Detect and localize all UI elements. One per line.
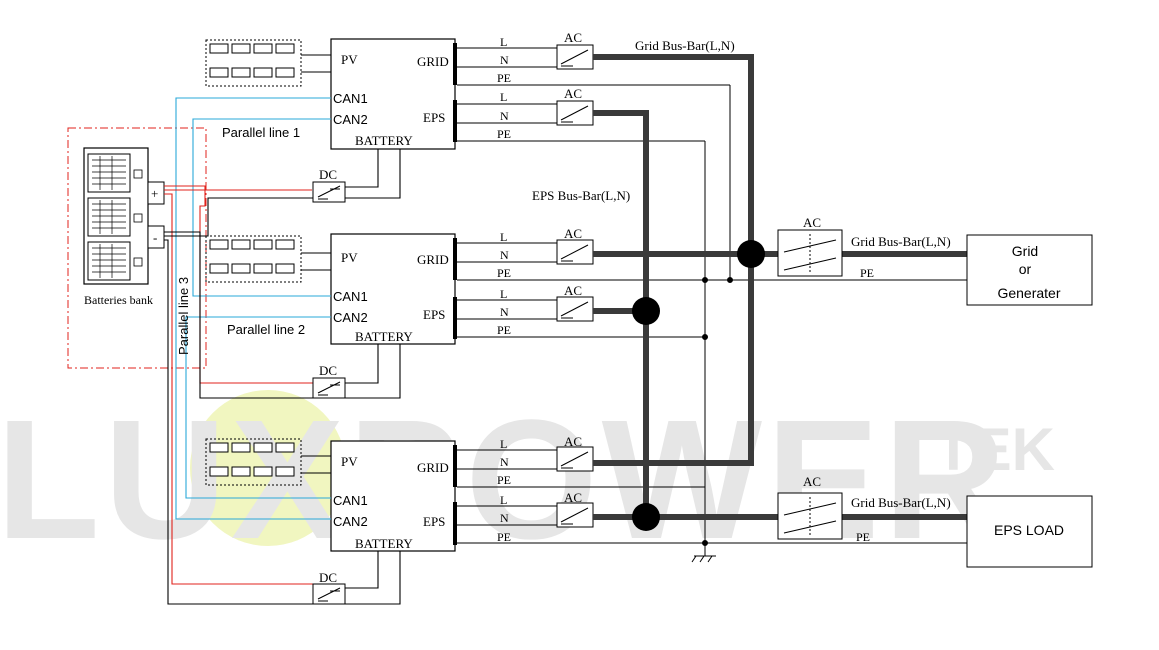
dc-breaker-1: DC — [312, 167, 346, 203]
eps-load-box: EPS LOAD — [966, 495, 1093, 568]
svg-text:AC: AC — [564, 30, 582, 45]
inverter-3-can2: CAN2 — [333, 514, 368, 529]
grid-box-line2: or — [1019, 261, 1032, 277]
svg-text:PE: PE — [856, 530, 870, 544]
grid-busbar-label-bottom: Grid Bus-Bar(L,N) — [851, 495, 951, 510]
inverter-1-can1: CAN1 — [333, 91, 368, 106]
inverter-3-eps: EPS — [423, 514, 445, 529]
battery-plus-label: + — [151, 186, 158, 201]
busbar-labels: Grid Bus-Bar(L,N) EPS Bus-Bar(L,N) Grid … — [532, 38, 951, 510]
ac-wires — [457, 47, 967, 563]
inverter-3-grid: GRID — [417, 460, 449, 475]
grid-box-line3: Generater — [997, 285, 1060, 301]
parallel-line-3-label: Parallel line 3 — [176, 277, 191, 355]
dc-breaker-3-label: DC — [319, 570, 337, 585]
inverter-1: PV GRID CAN1 EPS CAN2 BATTERY — [330, 38, 457, 150]
svg-text:PE: PE — [860, 266, 874, 280]
svg-text:PE: PE — [497, 127, 511, 141]
inverter-2-pv: PV — [341, 250, 358, 265]
inverter-2-grid: GRID — [417, 252, 449, 267]
ac-breakers-small — [556, 44, 594, 528]
inverter-3-pv: PV — [341, 454, 358, 469]
svg-text:L: L — [500, 493, 507, 507]
busbar-junctions — [632, 240, 765, 531]
pv-array-3 — [205, 438, 331, 486]
svg-text:AC: AC — [564, 490, 582, 505]
inverter-2-eps: EPS — [423, 307, 445, 322]
svg-text:N: N — [500, 248, 509, 262]
inverter-2-can2: CAN2 — [333, 310, 368, 325]
ac-breaker-grid-main: AC — [777, 215, 843, 277]
svg-text:PE: PE — [497, 530, 511, 544]
grid-generator-box: Grid or Generater — [966, 234, 1093, 306]
svg-text:L: L — [500, 437, 507, 451]
eps-busbar-label: EPS Bus-Bar(L,N) — [532, 188, 630, 203]
svg-text:PE: PE — [497, 323, 511, 337]
svg-text:L: L — [500, 35, 507, 49]
parallel-line-1-label: Parallel line 1 — [222, 125, 300, 140]
svg-text:N: N — [500, 305, 509, 319]
pv-array-1 — [205, 39, 331, 87]
svg-text:L: L — [500, 287, 507, 301]
watermark: LUXPOWER TEK — [0, 385, 1055, 575]
svg-text:PE: PE — [497, 71, 511, 85]
battery-minus-label: - — [153, 230, 157, 245]
ac-breaker-eps-main-label: AC — [803, 474, 821, 489]
batteries-bank-label: Batteries bank — [84, 293, 153, 307]
watermark-suffix: TEK — [935, 416, 1055, 483]
svg-text:N: N — [500, 109, 509, 123]
inverter-1-eps: EPS — [423, 110, 445, 125]
ac-breaker-switch-marks — [560, 49, 589, 525]
svg-text:PE: PE — [497, 266, 511, 280]
eps-load-label: EPS LOAD — [994, 522, 1064, 538]
inverter-2-can1: CAN1 — [333, 289, 368, 304]
inverter-2-battery: BATTERY — [355, 329, 413, 344]
battery-bank: + - Batteries bank — [83, 147, 165, 307]
inverter-1-pv: PV — [341, 52, 358, 67]
grid-busbar-label-mid: Grid Bus-Bar(L,N) — [851, 234, 951, 249]
svg-text:L: L — [500, 90, 507, 104]
battery-wires — [164, 149, 401, 605]
ac-breaker-labels: AC AC AC AC AC AC — [564, 30, 582, 505]
svg-text:PE: PE — [497, 473, 511, 487]
battery-minus-terminal — [147, 225, 165, 249]
inverter-1-can2: CAN2 — [333, 112, 368, 127]
pv-array-2 — [205, 235, 331, 283]
can-parallel-lines — [175, 97, 331, 520]
svg-text:L: L — [500, 230, 507, 244]
ac-breaker-grid-main-label: AC — [803, 215, 821, 230]
dc-breaker-2-label: DC — [319, 363, 337, 378]
inverter-2: PV GRID CAN1 EPS CAN2 BATTERY — [330, 233, 457, 345]
svg-text:N: N — [500, 511, 509, 525]
svg-text:N: N — [500, 53, 509, 67]
grid-box-line1: Grid — [1012, 243, 1038, 259]
dc-breaker-3: DC — [312, 570, 346, 605]
dc-breaker-2: DC — [312, 363, 346, 399]
svg-text:N: N — [500, 455, 509, 469]
parallel-line-2-label: Parallel line 2 — [227, 322, 305, 337]
dc-breaker-1-label: DC — [319, 167, 337, 182]
svg-text:AC: AC — [564, 434, 582, 449]
inverter-3: PV GRID CAN1 EPS CAN2 BATTERY — [330, 440, 457, 552]
battery-plus-terminal — [147, 181, 165, 205]
svg-text:AC: AC — [564, 226, 582, 241]
svg-text:AC: AC — [564, 283, 582, 298]
inverter-3-battery: BATTERY — [355, 536, 413, 551]
ac-breaker-eps-main: AC — [777, 474, 843, 540]
svg-text:AC: AC — [564, 86, 582, 101]
inverter-1-battery: BATTERY — [355, 133, 413, 148]
grid-busbar-label-top: Grid Bus-Bar(L,N) — [635, 38, 735, 53]
inverter-1-grid: GRID — [417, 54, 449, 69]
inverter-3-can1: CAN1 — [333, 493, 368, 508]
